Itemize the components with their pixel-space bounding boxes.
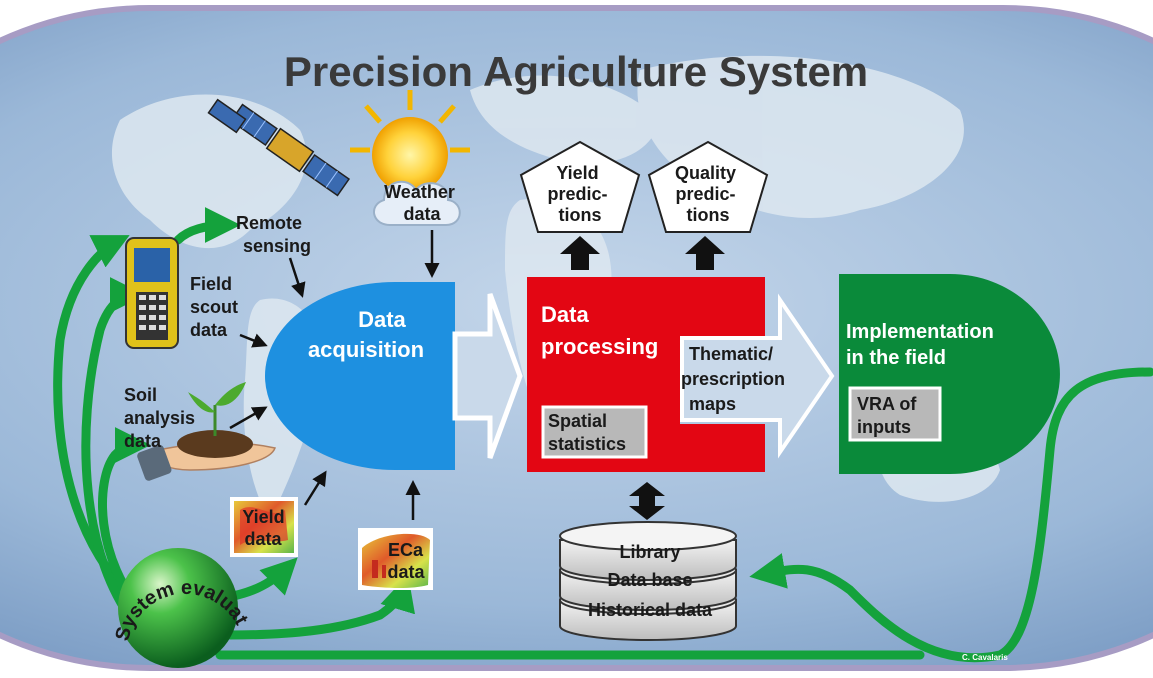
data-acquisition-label: Data acquisition	[308, 307, 424, 362]
cloud-icon	[373, 180, 461, 226]
processing-database-arrow	[629, 482, 665, 520]
soil-in-hand-icon	[137, 382, 276, 481]
page-title: Precision Agriculture System	[284, 48, 868, 95]
database-library-label: Library	[619, 542, 680, 562]
handheld-gps-icon	[125, 237, 179, 349]
feedback-loops	[53, 207, 1153, 663]
data-acquisition-shape	[265, 282, 455, 470]
vra-label: VRA of inputs	[857, 394, 921, 437]
system-evaluation-globe	[118, 548, 238, 668]
input-arrows	[229, 230, 440, 520]
svg-text:Quality predic- ti: Quality predic- tions	[675, 163, 741, 225]
satellite-icon	[207, 98, 351, 197]
author-credit: C. Cavalaris	[962, 653, 1008, 662]
quality-predictions-output: Quality predic- tions	[647, 140, 769, 233]
spatial-statistics-label: Spatial statistics	[548, 411, 626, 454]
weather-data-label: Weather data	[384, 182, 460, 224]
database-stack	[559, 521, 737, 641]
thematic-maps-label: Thematic/ prescription maps	[681, 344, 790, 414]
field-scout-label: Field scout data	[190, 274, 243, 340]
eca-data-label: ECa data	[387, 540, 428, 582]
remote-sensing-label: Remote sensing	[236, 213, 311, 256]
svg-text:Yield predic- tion: Yield predic- tions	[547, 163, 612, 225]
implementation-label: Implementation in the field	[846, 321, 999, 369]
arrow-to-yield-predictions	[560, 236, 600, 270]
soil-analysis-label: Soil analysis data	[124, 385, 200, 451]
sun-icon	[350, 90, 470, 193]
yield-map-icon	[230, 497, 298, 557]
database-data-base-label: Data base	[607, 570, 692, 590]
arrow-to-quality-predictions	[685, 236, 725, 270]
thematic-maps-arrow	[680, 293, 835, 459]
eca-map-icon	[358, 528, 433, 590]
yield-data-label: Yield data	[242, 507, 289, 549]
acquisition-arrow	[452, 293, 523, 459]
data-processing-label: Data processing	[541, 302, 658, 359]
vra-box	[848, 386, 942, 442]
yield-predictions-output: Yield predic- tions	[519, 140, 641, 233]
spatial-statistics-box	[541, 405, 648, 459]
implementation-shape	[839, 274, 1060, 474]
database-historical-label: Historical data	[588, 600, 713, 620]
